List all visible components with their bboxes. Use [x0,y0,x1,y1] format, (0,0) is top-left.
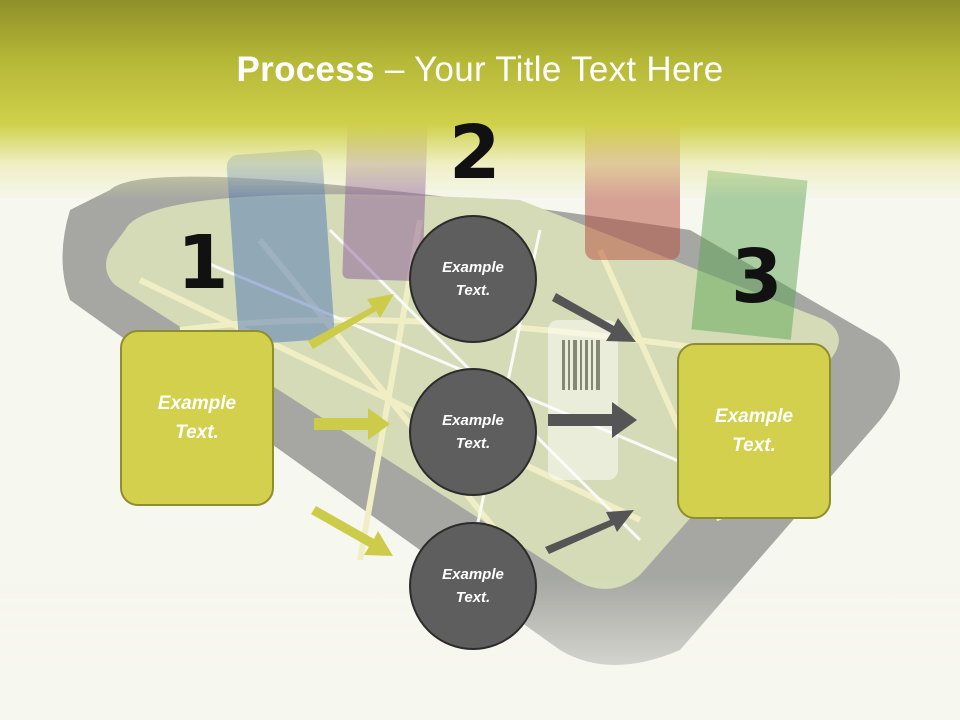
step-number-2: 2 [449,110,501,196]
step-number-3: 3 [731,234,783,320]
dark-arrows [545,293,637,554]
arrow-circle-bottom-to-3 [545,510,634,554]
step-1-box: Example Text. [120,330,274,506]
circle-bottom: Example Text. [409,522,537,650]
arrow-1-to-circle-bottom [311,506,393,556]
arrow-1-to-circle-mid [314,408,390,440]
slide-title: Process – Your Title Text Here [0,50,960,90]
arrow-circle-mid-to-3 [548,402,637,438]
circle-top-text: Example Text. [442,259,504,299]
circle-middle-text: Example Text. [442,412,504,452]
header-band [0,0,960,200]
circle-middle: Example Text. [409,368,537,496]
arrow-circle-top-to-3 [552,293,636,342]
title-bold: Process [236,50,375,89]
title-rest: – Your Title Text Here [374,50,724,89]
circle-bottom-text: Example Text. [442,566,504,606]
step-3-text: Example Text. [714,406,794,456]
step-1-text: Example Text. [157,393,237,443]
circle-top: Example Text. [409,215,537,343]
olive-arrows [308,294,394,556]
step-number-1: 1 [177,220,229,306]
arrow-1-to-circle-top [308,294,394,349]
step-3-box: Example Text. [677,343,831,519]
